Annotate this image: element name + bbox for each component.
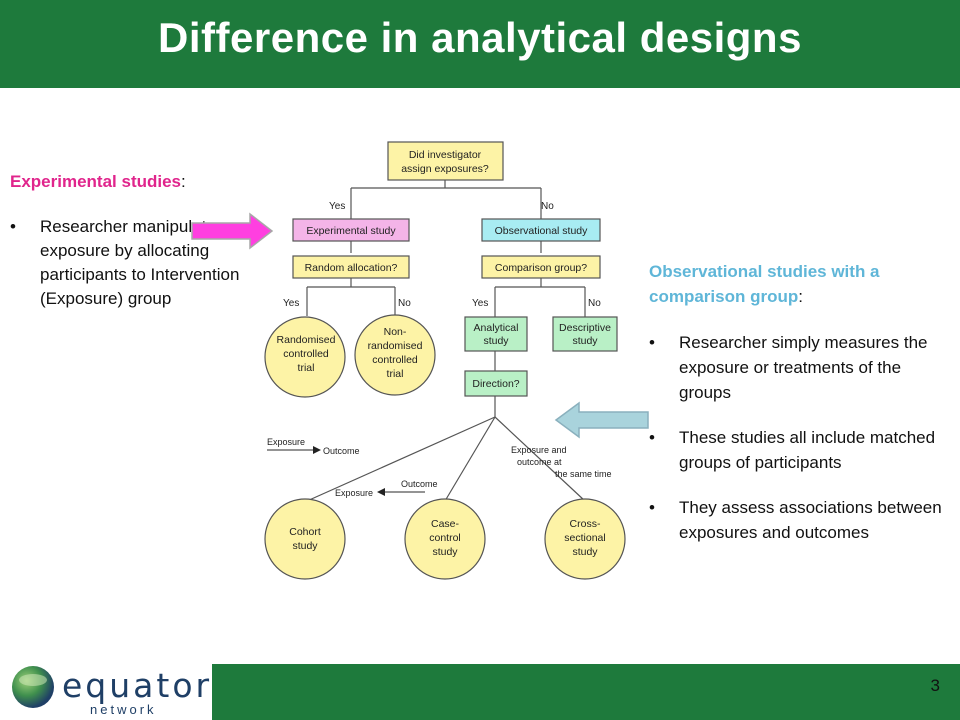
cross-sectional-line-3: study [572, 546, 598, 558]
observational-heading-label: Observational studies with a comparison … [649, 262, 880, 306]
study-design-flowchart: Did investigator assign exposures? Exper… [264, 141, 626, 580]
rct-line-2: controlled [283, 348, 329, 360]
same-time-line-3: the same time [555, 469, 612, 479]
no-label: No [398, 298, 411, 309]
heading-colon: : [798, 286, 803, 306]
random-allocation-box [292, 255, 410, 279]
bullet-item: Researcher manipulates exposure by alloc… [10, 215, 265, 312]
observational-bullets: Researcher simply measures the exposure … [649, 331, 949, 545]
bullet-item: They assess associations between exposur… [649, 496, 949, 545]
flow-labels: Did investigator assign exposures? Exper… [277, 149, 612, 558]
same-time-line-2: outcome at [517, 457, 562, 467]
no-label: No [588, 298, 601, 309]
cross-sectional-line-2: sectional [564, 532, 605, 544]
equator-network-logo: equator network [0, 660, 212, 720]
connector-lines [267, 180, 586, 502]
rct-line-3: trial [298, 362, 315, 374]
outcome-backward-label: Outcome [401, 479, 438, 489]
exposure-forward-label: Exposure [267, 437, 305, 447]
globe-icon [12, 666, 54, 708]
observational-study-box [481, 218, 601, 242]
page-title: Difference in analytical designs [158, 14, 802, 61]
case-control-line-2: control [429, 532, 461, 544]
pink-pointer-arrow-icon [191, 212, 274, 250]
direction-annotations: Exposure Outcome Exposure Outcome Exposu… [267, 437, 612, 498]
bullet-item: Researcher simply measures the exposure … [649, 331, 949, 405]
cross-sectional-circle [544, 498, 626, 580]
descriptive-study-box [552, 316, 618, 352]
branch-labels: Yes No Yes No Yes No [283, 201, 601, 309]
nrct-line-1: Non- [384, 326, 407, 338]
heading-colon: : [181, 172, 186, 191]
yes-label: Yes [329, 201, 345, 212]
case-control-circle [404, 498, 486, 580]
cohort-line-2: study [292, 540, 318, 552]
case-control-line-1: Case- [431, 518, 460, 530]
analytical-line-2: study [483, 335, 509, 347]
root-question-box [387, 141, 504, 181]
experimental-heading: Experimental studies: [10, 170, 265, 195]
experimental-study-label: Experimental study [306, 225, 396, 237]
cohort-circle [264, 498, 346, 580]
nrct-line-3: controlled [372, 354, 418, 366]
no-label: No [541, 201, 554, 212]
descriptive-line-2: study [572, 335, 598, 347]
exposure-backward-label: Exposure [335, 488, 373, 498]
rct-line-1: Randomised [277, 334, 336, 346]
yes-label: Yes [283, 298, 299, 309]
root-line-2: assign exposures? [401, 163, 489, 175]
bullet-item: These studies all include matched groups… [649, 426, 949, 475]
random-allocation-label: Random allocation? [305, 262, 398, 274]
blue-pointer-arrow-icon [554, 401, 649, 439]
observational-panel: Observational studies with a comparison … [649, 260, 949, 567]
analytical-line-1: Analytical [474, 322, 519, 334]
comparison-group-box [481, 255, 601, 279]
experimental-panel: Experimental studies: Researcher manipul… [10, 170, 265, 332]
comparison-group-label: Comparison group? [495, 262, 587, 274]
outcome-forward-label: Outcome [323, 446, 360, 456]
nrct-line-4: trial [387, 368, 404, 380]
header-bar: Difference in analytical designs [0, 0, 960, 88]
footer-bar: 3 [212, 664, 960, 720]
experimental-study-box [292, 218, 410, 242]
arrow-heads [313, 446, 385, 496]
yes-label: Yes [472, 298, 488, 309]
observational-heading: Observational studies with a comparison … [649, 260, 949, 309]
logo-text: equator [62, 666, 213, 705]
direction-label: Direction? [472, 378, 519, 390]
cohort-line-1: Cohort [289, 526, 321, 538]
nrct-line-2: randomised [368, 340, 423, 352]
descriptive-line-1: Descriptive [559, 322, 611, 334]
root-line-1: Did investigator [409, 149, 482, 161]
direction-box [464, 370, 528, 397]
same-time-line-1: Exposure and [511, 445, 567, 455]
observational-study-label: Observational study [495, 225, 589, 237]
cross-sectional-line-1: Cross- [570, 518, 601, 530]
analytical-study-box [464, 316, 528, 352]
logo-subtext: network [90, 702, 157, 717]
page-number: 3 [930, 676, 940, 695]
nrct-circle [354, 314, 436, 396]
experimental-heading-label: Experimental studies [10, 172, 182, 191]
experimental-bullets: Researcher manipulates exposure by alloc… [10, 215, 265, 312]
rct-circle [264, 316, 346, 398]
flow-boxes [264, 141, 626, 580]
case-control-line-3: study [432, 546, 458, 558]
